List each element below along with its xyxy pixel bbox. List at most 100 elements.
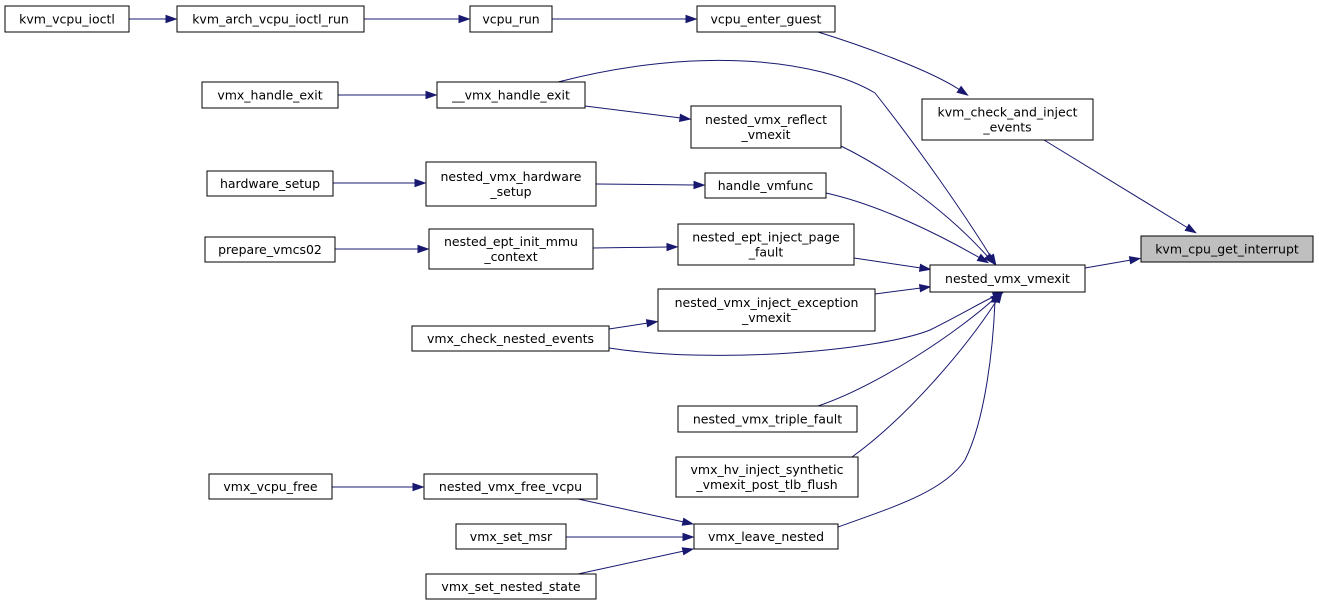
node-vmx-hv-inject-synthetic-vmexit-post-tlb-flush[interactable]: vmx_hv_inject_synthetic_vmexit_post_tlb_… [675,456,859,498]
arrowhead [458,14,471,24]
arrowhead [645,319,659,328]
node-label: _vmexit_post_tlb_flush [695,477,837,492]
node-nested-vmx-inject-exception-vmexit[interactable]: nested_vmx_inject_exception_vmexit [657,288,876,332]
edge-vmx_set_nested_state-to-vmx_leave_nested [577,547,695,575]
node-vmx-check-nested-events[interactable]: vmx_check_nested_events [411,325,610,352]
node-hardware-setup[interactable]: hardware_setup [206,170,334,197]
node-box [469,5,553,33]
node-box [693,523,839,550]
node-vmx-vcpu-free[interactable]: vmx_vcpu_free [208,473,333,500]
node-label: __vmx_handle_exit [451,88,570,103]
arrowhead [165,14,178,24]
node-label: _events [982,120,1031,135]
call-edges [129,14,1197,575]
edge-handle_vmfunc-to-nested_vmx_vmexit [825,192,990,264]
node-nested-vmx-reflect-vmexit[interactable]: nested_vmx_reflect_vmexit [690,105,842,149]
arrowhead [417,244,430,254]
node-box [929,264,1086,293]
node-vmx-set-msr[interactable]: vmx_set_msr [455,523,567,550]
edge-nested_vmx_hardware_setup-to-handle_vmfunc [595,180,706,190]
node-box [425,573,597,600]
node-label: nested_vmx_reflect [705,112,827,127]
node-prepare-vmcs02[interactable]: prepare_vmcs02 [204,236,336,263]
node-nested-ept-init-mmu-context[interactable]: nested_ept_init_mmu_context [428,228,594,270]
node-box [675,456,859,498]
arrowhead [976,253,990,264]
arrowhead [990,290,1000,303]
node-nested-vmx-triple-fault[interactable]: nested_vmx_triple_fault [677,405,858,433]
arrowhead [693,180,706,190]
node-box [455,523,567,550]
node-label: kvm_cpu_get_interrupt [1155,242,1299,257]
arrowhead [956,85,969,96]
node-label: nested_ept_inject_page [692,230,840,245]
node-label: handle_vmfunc [718,178,814,193]
node-box [704,172,827,199]
node-kvm-vcpu-ioctl[interactable]: kvm_vcpu_ioctl [4,5,130,33]
node-box [201,81,339,109]
node-box [411,325,610,352]
node-vmx-set-nested-state[interactable]: vmx_set_nested_state [425,573,597,600]
node-label: vcpu_run [482,12,539,27]
node-label: _fault [748,245,784,260]
edge-nested_vmx_reflect_vmexit-to-nested_vmx_vmexit [840,145,995,265]
edge-nested_ept_inject_page_fault-to-nested_vmx_vmexit [853,257,932,272]
edge-vmx_handle_exit-to-__vmx_handle_exit [338,90,438,100]
node-box [206,170,334,197]
node-box [436,81,586,109]
node-label: nested_vmx_vmexit [945,271,1070,286]
node-label: kvm_check_and_inject [937,105,1077,120]
node-label: vmx_leave_nested [708,529,824,544]
node-label: _setup [489,184,531,199]
node-label: nested_vmx_inject_exception [675,295,859,310]
arrowhead [983,253,995,265]
node-box [204,236,336,263]
arrowhead [414,178,427,188]
node-label: vcpu_enter_guest [711,12,822,27]
node-vcpu-enter-guest[interactable]: vcpu_enter_guest [696,5,836,33]
edge-__vmx_handle_exit-to-nested_vmx_reflect_vmexit [584,105,692,122]
node-box [425,161,597,207]
node-box [696,5,836,33]
node-kvm-arch-vcpu-ioctl-run[interactable]: kvm_arch_vcpu_ioctl_run [176,5,365,33]
node-box [677,223,855,266]
node-label: nested_vmx_triple_fault [693,412,842,427]
node-vcpu-run[interactable]: vcpu_run [469,5,553,33]
node-vmx-handle-exit[interactable]: vmx_handle_exit [201,81,339,109]
node---vmx-handle-exit[interactable]: __vmx_handle_exit [436,81,586,109]
node-label: vmx_vcpu_free [223,479,318,494]
arrowhead [1184,223,1197,234]
edge-hardware_setup-to-nested_vmx_hardware_setup [333,178,427,188]
node-nested-ept-inject-page-fault[interactable]: nested_ept_inject_page_fault [677,223,855,266]
node-box [921,98,1094,141]
arrowhead [1128,256,1142,265]
node-nested-vmx-hardware-setup[interactable]: nested_vmx_hardware_setup [425,161,597,207]
arrowhead [666,242,679,252]
node-handle-vmfunc[interactable]: handle_vmfunc [704,172,827,199]
node-kvm-cpu-get-interrupt[interactable]: kvm_cpu_get_interrupt [1140,235,1314,263]
arrowhead [681,517,695,526]
arrowhead [681,547,695,556]
edge-vcpu_enter_guest-to-kvm_check_and_inject_events [817,31,969,96]
node-box [657,288,876,332]
node-label: _vmexit [740,127,790,142]
node-label: vmx_handle_exit [217,88,322,103]
node-box [176,5,365,33]
arrowhead [678,113,692,122]
node-label: prepare_vmcs02 [218,242,322,257]
node-box [690,105,842,149]
node-label: kvm_arch_vcpu_ioctl_run [192,12,349,27]
node-box [677,405,858,433]
node-nested-vmx-vmexit[interactable]: nested_vmx_vmexit [929,264,1086,293]
node-vmx-leave-nested[interactable]: vmx_leave_nested [693,523,839,550]
node-kvm-check-and-inject-events[interactable]: kvm_check_and_inject_events [921,98,1094,141]
node-label: nested_vmx_free_vcpu [439,479,582,494]
arrowhead [685,14,698,24]
arrowhead [918,263,932,272]
node-nested-vmx-free-vcpu[interactable]: nested_vmx_free_vcpu [423,473,598,500]
function-nodes: kvm_cpu_get_interrupt kvm_check_and_injec… [4,5,1314,600]
node-box [423,473,598,500]
node-box [1140,235,1314,263]
edge-nested_vmx_inject_exception_vmexit-to-nested_vmx_vmexit [874,284,932,295]
edge-prepare_vmcs02-to-nested_ept_init_mmu_context [335,244,430,254]
